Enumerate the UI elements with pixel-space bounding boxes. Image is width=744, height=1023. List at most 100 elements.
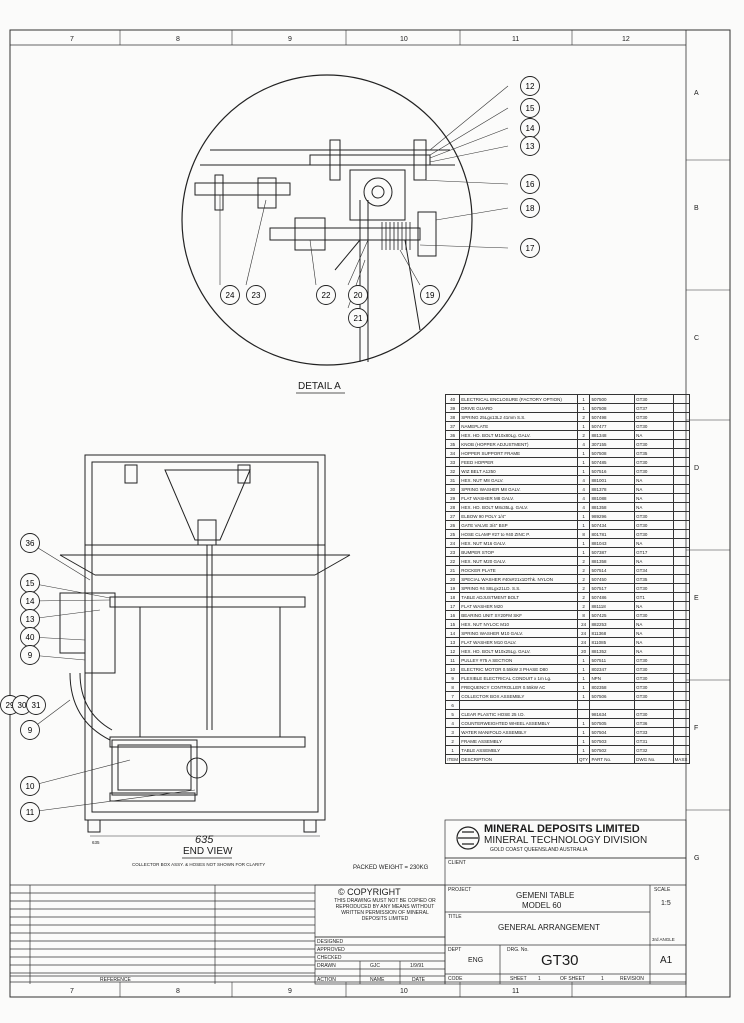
parts-list-cell bbox=[672, 592, 691, 602]
parts-list-cell: GT30 bbox=[634, 457, 674, 467]
company-division: MINERAL TECHNOLOGY DIVISION bbox=[484, 835, 648, 846]
parts-list-cell: 507516 bbox=[589, 466, 636, 476]
zone-9-top: 9 bbox=[288, 36, 292, 43]
parts-list-cell: FEED HOPPER bbox=[459, 457, 578, 467]
parts-list-cell: 1 bbox=[576, 745, 591, 755]
parts-list-cell: 2 bbox=[576, 601, 591, 611]
zone-e: E bbox=[694, 595, 699, 602]
scale-value: 1:5 bbox=[661, 900, 671, 907]
parts-list-cell: 1 bbox=[576, 673, 591, 683]
dimension-small: 635 bbox=[92, 840, 100, 845]
parts-list-cell: 4 bbox=[576, 484, 591, 494]
parts-list-cell: WIZ BELT A1250 bbox=[459, 466, 578, 476]
parts-list-cell: GT31 bbox=[634, 736, 674, 746]
parts-list-cell: 507505 bbox=[589, 718, 636, 728]
parts-list-cell: 35 bbox=[444, 439, 461, 449]
parts-list-cell: 23 bbox=[444, 547, 461, 557]
parts-list-cell: GT30 bbox=[634, 709, 674, 719]
parts-list-cell: NA bbox=[634, 601, 674, 611]
parts-list-cell: 18 bbox=[444, 592, 461, 602]
parts-list-cell: 1 bbox=[576, 421, 591, 431]
sheet-size: A1 bbox=[660, 955, 673, 966]
parts-list-cell: DRIVE GUARD bbox=[459, 403, 578, 413]
parts-list-cell: 881001 bbox=[589, 475, 636, 485]
parts-list-cell bbox=[672, 565, 691, 575]
parts-list-cell: 881348 bbox=[589, 430, 636, 440]
parts-list-cell: 307155 bbox=[589, 439, 636, 449]
parts-list-cell: 37 bbox=[444, 421, 461, 431]
parts-list-cell: 507425 bbox=[589, 610, 636, 620]
parts-list-cell: GT30 bbox=[634, 583, 674, 593]
parts-list-cell: HEX. HD. BOLT M8x35Lg. GALV. bbox=[459, 502, 578, 512]
parts-list-cell: NA bbox=[634, 538, 674, 548]
parts-list-cell: 881118 bbox=[589, 601, 636, 611]
parts-list-cell: NAMEPLATE bbox=[459, 421, 578, 431]
parts-list-cell bbox=[672, 529, 691, 539]
parts-list-cell: 2 bbox=[576, 430, 591, 440]
parts-list-cell: ELBOW 90 POLY 1/4" bbox=[459, 511, 578, 521]
parts-list-cell: 801781 bbox=[589, 529, 636, 539]
parts-list-cell: WATER MANIFOLD ASSEMBLY bbox=[459, 727, 578, 737]
parts-list-cell: 989296 bbox=[589, 511, 636, 521]
parts-list-cell: FRAME ASSEMBLY bbox=[459, 736, 578, 746]
parts-list-cell: 2 bbox=[444, 736, 461, 746]
parts-list-cell: 802347 bbox=[589, 664, 636, 674]
parts-list-cell: 1 bbox=[576, 511, 591, 521]
parts-list-header-cell: DWG No. bbox=[634, 754, 674, 764]
parts-list-cell: NA bbox=[634, 628, 674, 638]
parts-list-cell: 1 bbox=[576, 736, 591, 746]
parts-list-cell: TABLE ADJUSTMENT BOLT bbox=[459, 592, 578, 602]
parts-list-cell: NA bbox=[634, 484, 674, 494]
parts-list-cell bbox=[672, 502, 691, 512]
parts-list-cell: GT34 bbox=[634, 565, 674, 575]
parts-list-cell: 1 bbox=[576, 394, 591, 404]
parts-list-cell: 28 bbox=[444, 502, 461, 512]
parts-list-cell: GT30 bbox=[634, 412, 674, 422]
parts-list-cell: 981634 bbox=[589, 709, 636, 719]
parts-list-cell bbox=[672, 475, 691, 485]
parts-list-cell: 29 bbox=[444, 493, 461, 503]
parts-list-cell: GT30 bbox=[634, 673, 674, 683]
parts-list-cell: BEARING UNIT SY20FM SKF bbox=[459, 610, 578, 620]
scale-label: SCALE bbox=[654, 887, 671, 893]
parts-list-cell: 507434 bbox=[589, 520, 636, 530]
parts-list-cell: 8 bbox=[576, 529, 591, 539]
zone-a: A bbox=[694, 90, 699, 97]
parts-list-cell: 1 bbox=[576, 538, 591, 548]
parts-list-cell: GT30 bbox=[634, 664, 674, 674]
parts-list-cell: 1 bbox=[576, 691, 591, 701]
parts-list-cell: GT33 bbox=[634, 727, 674, 737]
parts-list-cell: FLEXIBLE ELECTRICAL CONDUIT x 1m Lg. bbox=[459, 673, 578, 683]
parts-list-cell: 802358 bbox=[589, 682, 636, 692]
parts-list-cell: GT30 bbox=[634, 520, 674, 530]
parts-list-cell: 24 bbox=[576, 628, 591, 638]
zone-11-top: 11 bbox=[512, 36, 520, 43]
parts-list-cell: 21 bbox=[444, 565, 461, 575]
zone-g: G bbox=[694, 855, 700, 862]
project-line2: MODEL 60 bbox=[522, 901, 562, 910]
parts-list-cell: GT17 bbox=[634, 547, 674, 557]
revision-label: REVISION bbox=[620, 976, 644, 982]
drawing-number: GT30 bbox=[541, 952, 579, 969]
parts-list-cell bbox=[672, 421, 691, 431]
parts-list-cell: HEX. HD. BOLT M10x80Lg. GALV. bbox=[459, 430, 578, 440]
parts-list-cell: 17 bbox=[444, 601, 461, 611]
dept-label: DEPT bbox=[448, 947, 462, 953]
parts-list-cell: 2 bbox=[576, 592, 591, 602]
parts-list-cell: GT30 bbox=[634, 421, 674, 431]
date-label: DATE bbox=[412, 977, 425, 983]
parts-list-cell bbox=[672, 745, 691, 755]
parts-list-cell: 881352 bbox=[589, 646, 636, 656]
parts-list-cell: NA bbox=[634, 637, 674, 647]
